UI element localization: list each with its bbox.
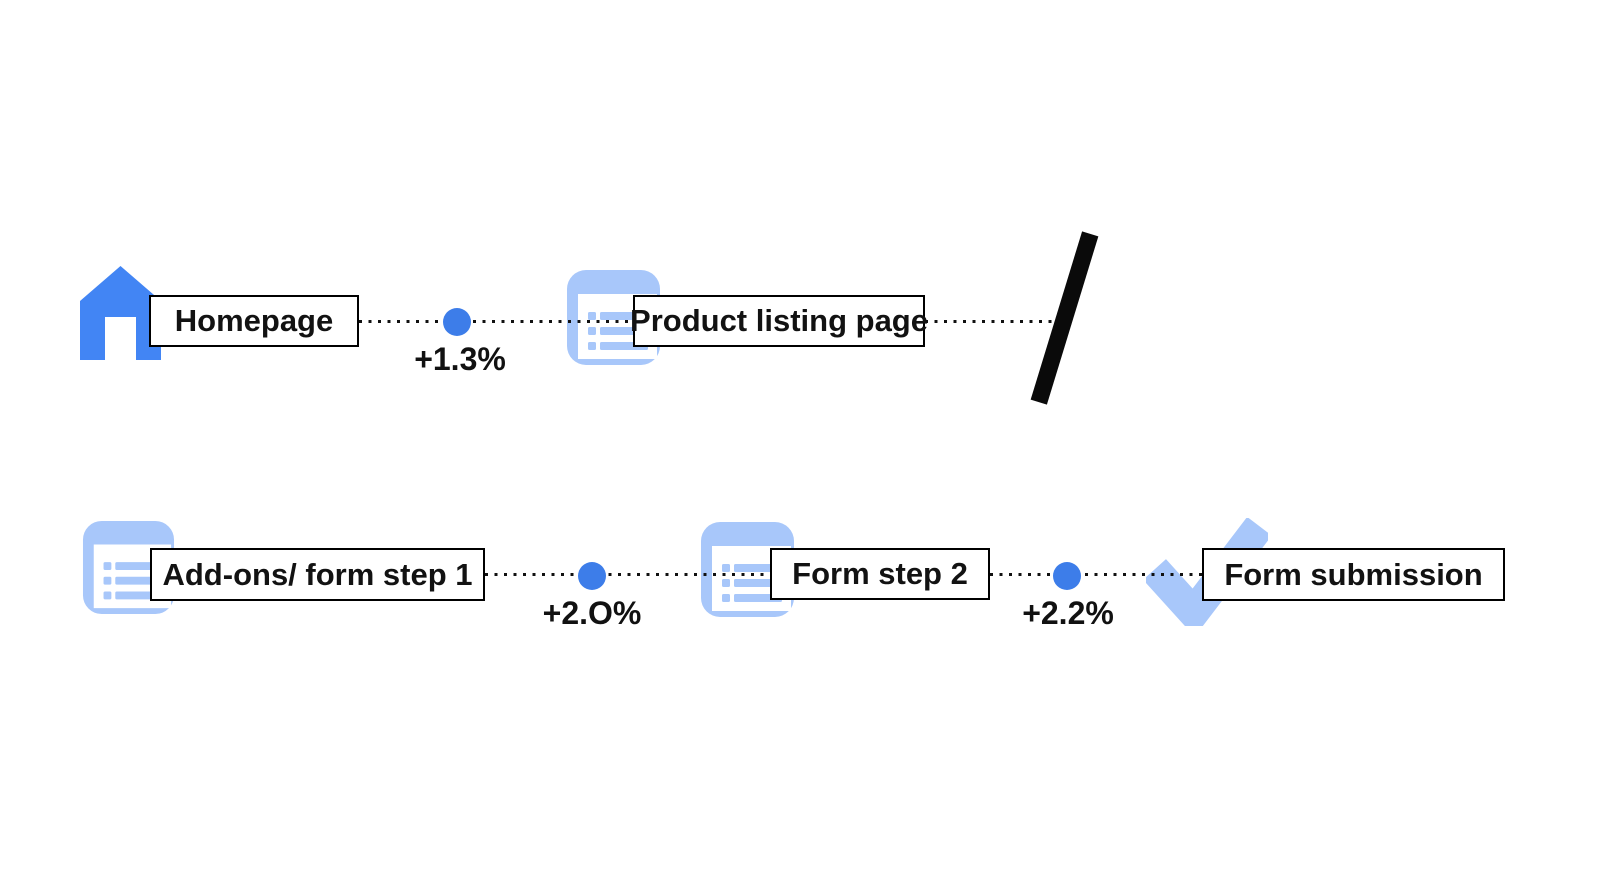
step-label: Form submission [1224, 556, 1483, 592]
home-icon [80, 266, 161, 360]
step-box-addons: Add-ons/ form step 1 [150, 548, 485, 601]
connector-line [925, 320, 1053, 323]
step-box-homepage: Homepage [149, 295, 359, 347]
connector-line [359, 320, 633, 323]
step-label: Homepage [174, 303, 334, 338]
transition-dot [578, 562, 606, 590]
connector-line [485, 573, 770, 576]
step-box-form-submission: Form submission [1202, 548, 1505, 601]
step-box-product-listing: Product listing page [630, 295, 928, 347]
transition-delta: +1.3% [414, 341, 506, 377]
transition-delta: +2.2% [1022, 595, 1114, 631]
transition-dot [1053, 562, 1081, 590]
connector-line [990, 573, 1202, 576]
step-label: Product listing page [630, 303, 928, 338]
row-break-slash [1030, 231, 1099, 405]
transition-delta: +2.O% [542, 595, 642, 631]
transition-dot [443, 308, 471, 336]
step-box-form-step-2: Form step 2 [770, 548, 990, 600]
step-label: Add-ons/ form step 1 [162, 556, 473, 592]
step-label: Form step 2 [792, 556, 968, 591]
